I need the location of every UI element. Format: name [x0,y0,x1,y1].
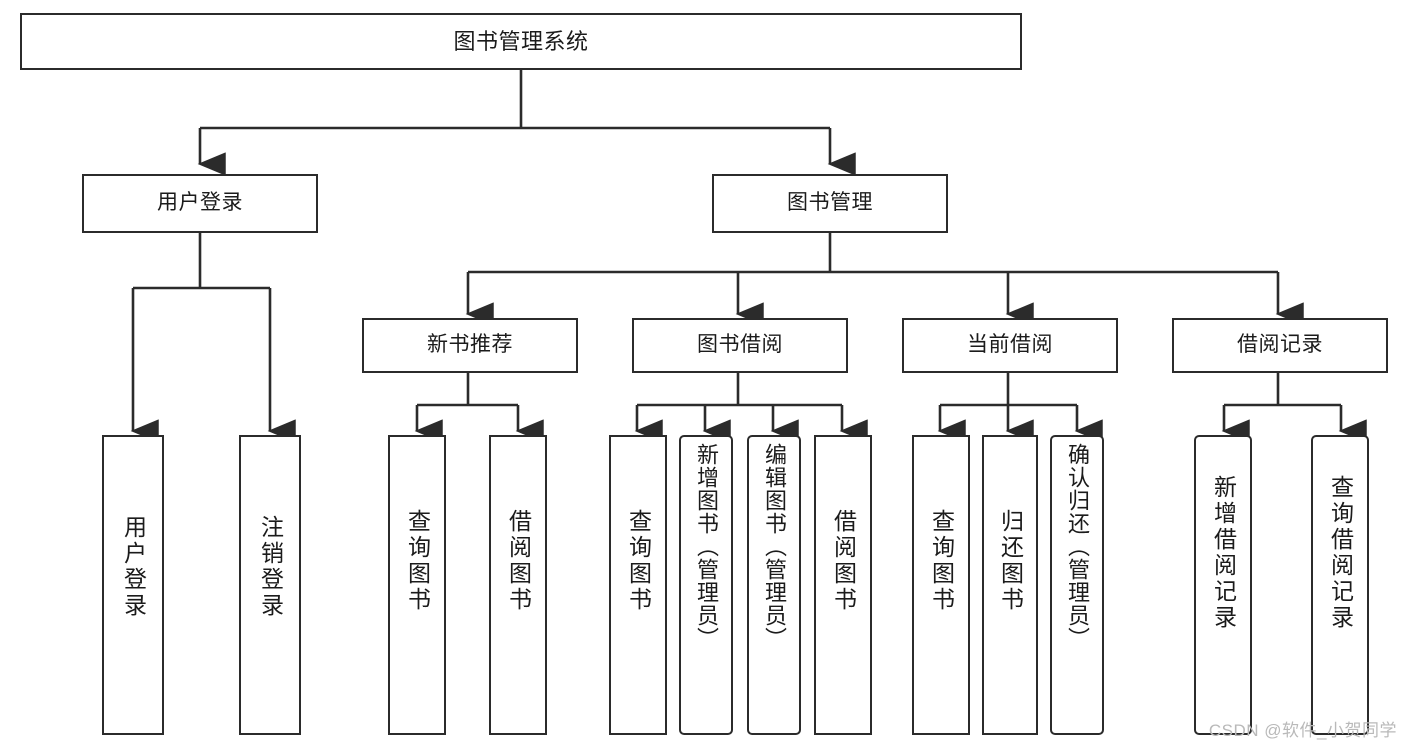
node-label: 确认归还（管理员） [1065,443,1090,650]
node-label: 用户登录 [157,191,243,215]
leaf-edit-book-admin[interactable]: 编辑图书（管理员） [747,435,801,735]
node-borrow-record[interactable]: 借阅记录 [1172,318,1388,373]
node-label: 新书推荐 [427,333,513,357]
node-new-book-recommendation[interactable]: 新书推荐 [362,318,578,373]
leaf-confirm-return-admin[interactable]: 确认归还（管理员） [1050,435,1104,735]
node-book-borrow[interactable]: 图书借阅 [632,318,848,373]
node-label: 新增借阅记录 [1210,475,1237,631]
leaf-query-book-newbook[interactable]: 查询图书 [388,435,446,735]
leaf-user-login[interactable]: 用户登录 [102,435,164,735]
csdn-watermark: CSDN @软件_小贺同学 [1208,721,1397,740]
node-label: 查询借阅记录 [1327,475,1354,631]
node-current-borrow[interactable]: 当前借阅 [902,318,1118,373]
node-label: 新增图书（管理员） [694,443,719,650]
node-label: 查询图书 [404,509,431,613]
node-label: 借阅图书 [830,509,857,613]
node-label: 查询图书 [928,509,955,613]
leaf-logout[interactable]: 注销登录 [239,435,301,735]
leaf-query-book-current[interactable]: 查询图书 [912,435,970,735]
node-label: 图书管理 [787,191,873,215]
leaf-borrow-book[interactable]: 借阅图书 [814,435,872,735]
node-label: 当前借阅 [967,333,1053,357]
node-label: 图书借阅 [697,333,783,357]
leaf-borrow-book-newbook[interactable]: 借阅图书 [489,435,547,735]
node-root-book-management-system[interactable]: 图书管理系统 [20,13,1022,70]
node-label: 借阅图书 [505,509,532,613]
node-user-login[interactable]: 用户登录 [82,174,318,233]
leaf-add-book-admin[interactable]: 新增图书（管理员） [679,435,733,735]
leaf-query-book-borrow[interactable]: 查询图书 [609,435,667,735]
node-label: 用户登录 [120,515,147,619]
node-label: 查询图书 [625,509,652,613]
node-label: 注销登录 [257,515,284,619]
node-label: 归还图书 [997,509,1024,613]
node-label: 图书管理系统 [453,28,589,54]
node-label: 借阅记录 [1237,333,1323,357]
node-book-management[interactable]: 图书管理 [712,174,948,233]
leaf-return-book[interactable]: 归还图书 [982,435,1038,735]
node-label: 编辑图书（管理员） [762,443,787,650]
leaf-query-borrow-record[interactable]: 查询借阅记录 [1311,435,1369,735]
leaf-add-borrow-record[interactable]: 新增借阅记录 [1194,435,1252,735]
